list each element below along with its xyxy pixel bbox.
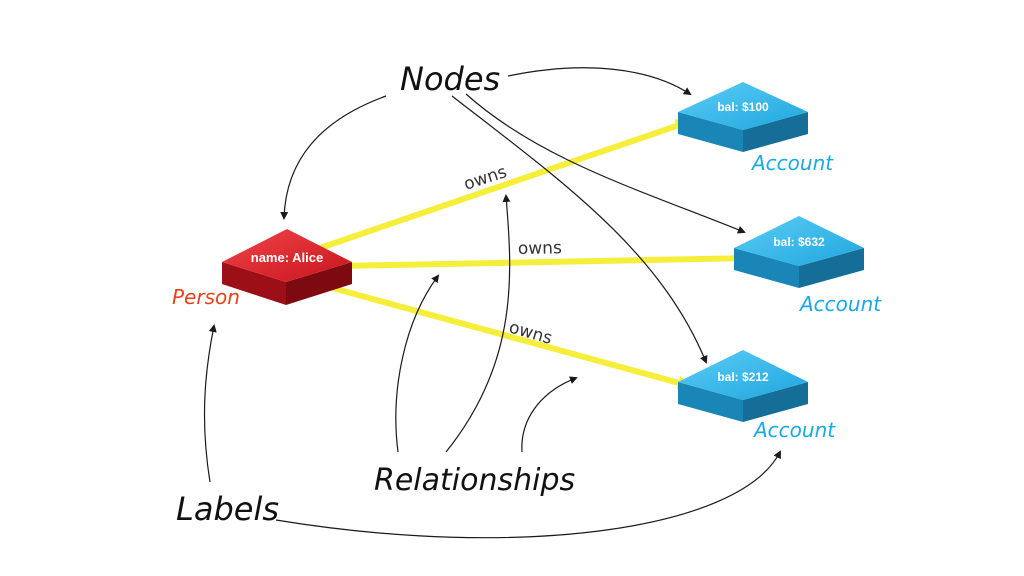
person-label: Person (172, 285, 240, 309)
account-1-property: bal: $100 (717, 100, 769, 114)
pointer-arrows (203, 67, 781, 539)
pointer-relationships-to-rel-1 (445, 194, 511, 453)
relationships-callout: Relationships (374, 463, 575, 498)
relationship-label-2: owns (518, 238, 562, 259)
person-property: name: Alice (251, 250, 324, 265)
pointer-nodes-to-account-1 (507, 67, 692, 96)
account-2-property: bal: $632 (773, 235, 825, 249)
account-node-3[interactable]: bal: $212 (678, 350, 808, 422)
owns-arrow-1[interactable] (317, 119, 692, 251)
pointer-labels-to-person (203, 324, 217, 483)
pointer-nodes-to-account-3 (451, 95, 708, 364)
relationship-arrows (315, 119, 756, 390)
nodes-callout: Nodes (400, 60, 500, 98)
person-node[interactable]: name: Alice (222, 229, 352, 305)
account-node-2[interactable]: bal: $632 (734, 216, 864, 288)
account-1-label: Account (750, 151, 834, 175)
owns-arrow-3[interactable] (315, 281, 694, 390)
owns-arrow-2[interactable] (337, 251, 756, 269)
account-3-label: Account (752, 418, 836, 442)
labels-callout: Labels (176, 490, 279, 528)
pointer-nodes-to-account-2 (465, 93, 746, 234)
pointer-relationships-to-rel-3 (521, 376, 578, 453)
account-3-property: bal: $212 (717, 370, 769, 384)
pointer-relationships-to-rel-2 (395, 274, 440, 453)
account-node-1[interactable]: bal: $100 (678, 82, 808, 152)
pointer-nodes-to-person (280, 95, 387, 220)
pointer-labels-to-account-3 (275, 450, 781, 539)
account-2-label: Account (798, 292, 882, 316)
